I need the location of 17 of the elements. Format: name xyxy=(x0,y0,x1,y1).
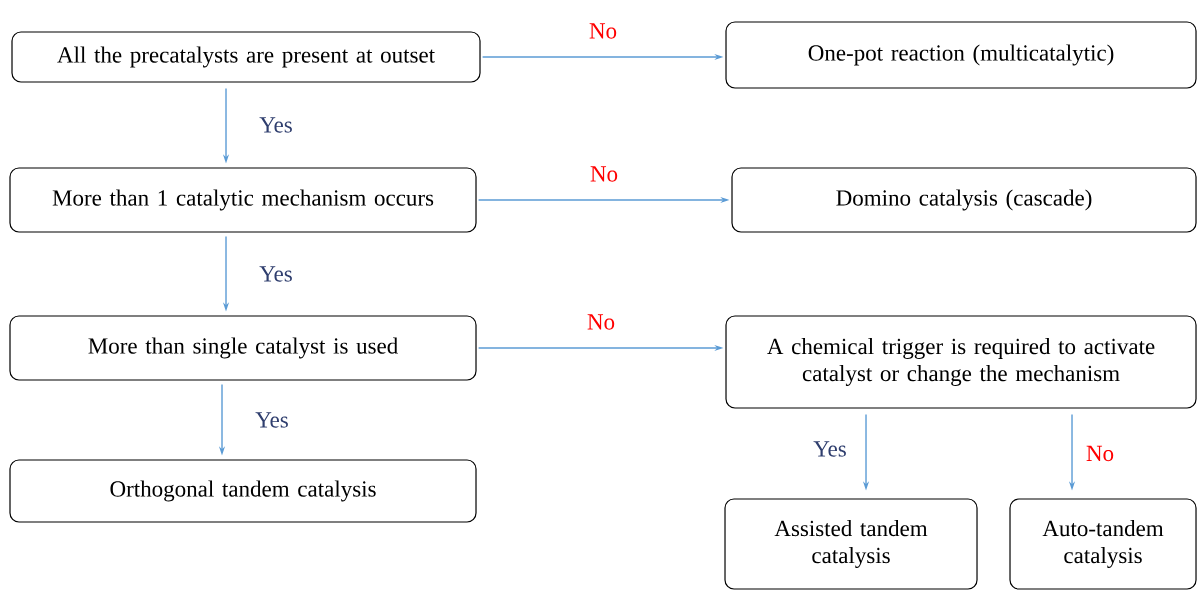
edge-label: No xyxy=(1086,445,1114,462)
edge-label: No xyxy=(590,166,618,182)
process-box: One-pot reaction (multicatalytic) xyxy=(725,21,1197,89)
process-box: All the precatalysts are present at outset xyxy=(11,31,481,83)
edge-label: Yes xyxy=(259,266,292,282)
edge-label: No xyxy=(589,23,617,39)
edge-label: No xyxy=(587,314,615,330)
process-box: Assisted tandem catalysis xyxy=(724,498,978,590)
process-box: Auto-tandem catalysis xyxy=(1009,498,1197,590)
process-box: A chemical trigger is required to activate catalyst or change the mechanism xyxy=(725,315,1197,409)
edge-label: Yes xyxy=(255,412,288,428)
process-box: Orthogonal tandem catalysis xyxy=(9,459,477,523)
process-box: Domino catalysis (cascade) xyxy=(731,167,1197,233)
edge-label: Yes xyxy=(813,441,846,457)
process-box: More than single catalyst is used xyxy=(9,315,477,381)
process-box: More than 1 catalytic mechanism occurs xyxy=(9,167,477,233)
edge-label: Yes xyxy=(259,117,292,133)
